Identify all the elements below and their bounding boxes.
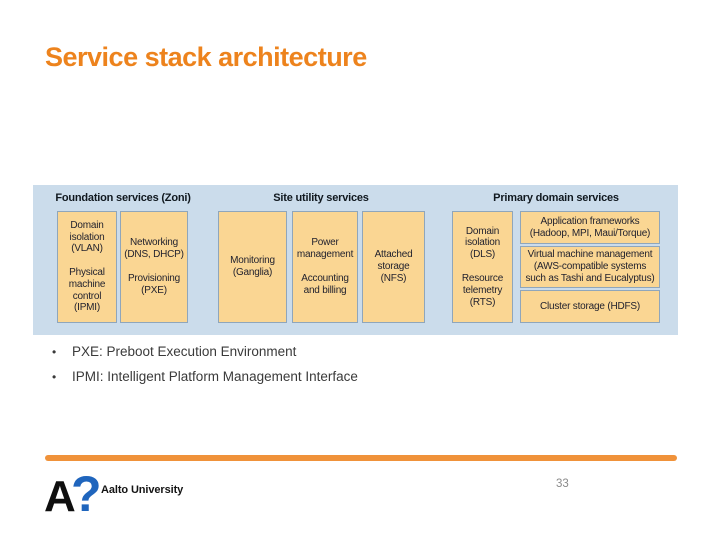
- box-text: Accounting and billing: [301, 273, 349, 296]
- section-header-primary-domain-services: Primary domain services: [493, 192, 619, 204]
- logo-letter-a: A: [44, 472, 76, 521]
- bullet-item-pxe: • PXE: Preboot Execution Environment: [45, 344, 358, 359]
- diagram-box-monitoring: Monitoring (Ganglia): [218, 211, 287, 323]
- box-text: Application frameworks (Hadoop, MPI, Mau…: [529, 215, 651, 239]
- bullet-item-ipmi: • IPMI: Intelligent Platform Management …: [45, 369, 358, 384]
- box-text: Resource telemetry (RTS): [461, 273, 504, 308]
- aalto-logo: A ? Aalto University: [44, 466, 244, 527]
- diagram-box-networking: Networking (DNS, DHCP) Provisioning (PXE…: [120, 211, 188, 323]
- box-text: Power management: [296, 237, 354, 261]
- diagram-box-attached-storage: Attached storage (NFS): [362, 211, 425, 323]
- bullet-text: IPMI: Intelligent Platform Management In…: [72, 369, 358, 384]
- bullet-list: • PXE: Preboot Execution Environment • I…: [45, 344, 358, 394]
- box-text: Virtual machine management (AWS-compatib…: [525, 249, 655, 284]
- footer-divider: [45, 455, 677, 461]
- diagram-box-application-frameworks: Application frameworks (Hadoop, MPI, Mau…: [520, 211, 660, 244]
- diagram-box-virtual-machine-management: Virtual machine management (AWS-compatib…: [520, 246, 660, 288]
- bullet-text: PXE: Preboot Execution Environment: [72, 344, 297, 359]
- box-text: Cluster storage (HDFS): [539, 300, 641, 312]
- diagram-box-domain-isolation-dls: Domain isolation (DLS) Resource telemetr…: [452, 211, 513, 323]
- service-stack-diagram: Foundation services (Zoni) Site utility …: [33, 185, 678, 335]
- box-text: Provisioning (PXE): [127, 273, 181, 296]
- page-title: Service stack architecture: [45, 42, 367, 72]
- box-text: Networking (DNS, DHCP): [124, 237, 184, 261]
- diagram-box-power-management: Power management Accounting and billing: [292, 211, 358, 323]
- page-number: 33: [556, 478, 569, 490]
- box-text: Domain isolation (VLAN): [69, 219, 105, 255]
- logo-label: Aalto University: [101, 484, 184, 496]
- logo-question-mark-icon: ?: [71, 466, 102, 522]
- box-text: Attached storage (NFS): [374, 249, 413, 284]
- diagram-box-cluster-storage: Cluster storage (HDFS): [520, 290, 660, 323]
- box-text: Physical machine control (IPMI): [68, 267, 106, 314]
- section-header-foundation-services: Foundation services (Zoni): [55, 192, 191, 204]
- section-header-site-utility-services: Site utility services: [273, 192, 369, 204]
- box-text: Domain isolation (DLS): [465, 225, 500, 261]
- box-text: Monitoring (Ganglia): [230, 255, 275, 278]
- bullet-icon: •: [52, 345, 57, 359]
- diagram-box-domain-isolation-vlan: Domain isolation (VLAN) Physical machine…: [57, 211, 117, 323]
- bullet-icon: •: [52, 370, 57, 384]
